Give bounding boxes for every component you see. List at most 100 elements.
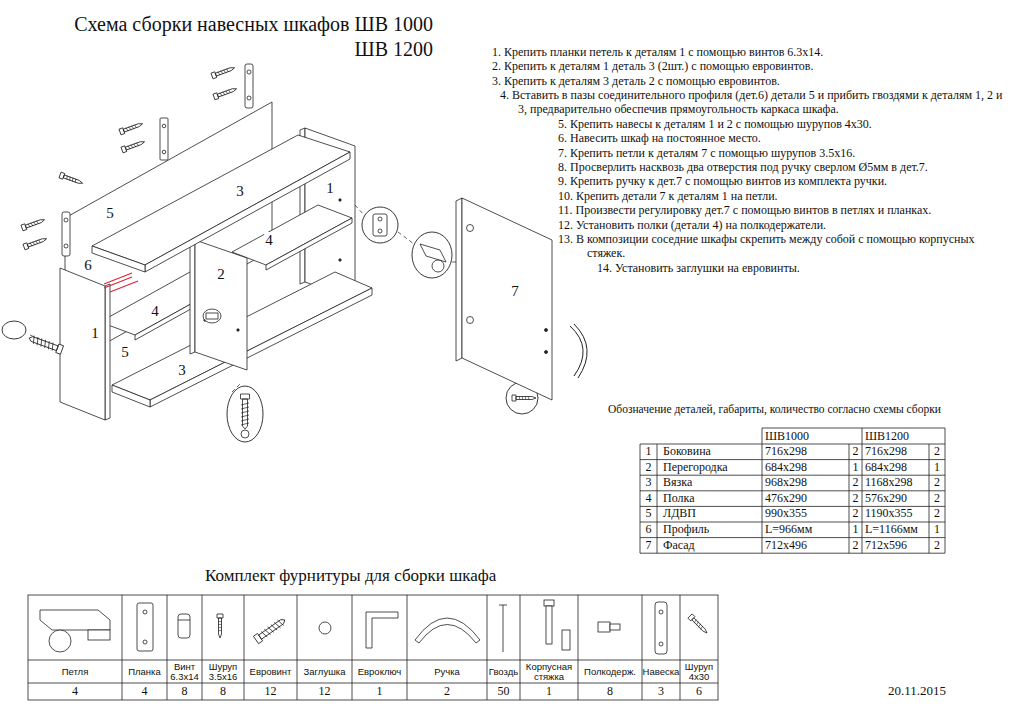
table-cell: 2 bbox=[929, 538, 945, 554]
title: Схема сборки навесных шкафов ШВ 1000 ШВ … bbox=[70, 12, 433, 62]
handle bbox=[570, 324, 587, 378]
table-cell: 2 bbox=[929, 506, 945, 522]
screw-icon bbox=[213, 86, 238, 100]
table-cell: Полка bbox=[657, 491, 762, 507]
kit-part-name: Евровинт bbox=[244, 660, 297, 683]
table-cell: ЛДВП bbox=[657, 506, 762, 522]
table-cell: 2 bbox=[849, 491, 862, 507]
hinge-plate bbox=[162, 150, 166, 154]
left-side-panel bbox=[60, 268, 110, 420]
table-cell: 3 bbox=[640, 475, 657, 491]
kit-part-name: Корпусная стяжка bbox=[520, 660, 578, 683]
kit-part-name: Планка bbox=[122, 660, 167, 683]
table-cell: 712x496 bbox=[762, 538, 849, 554]
table-grid bbox=[862, 428, 863, 444]
top-board bbox=[92, 135, 350, 272]
instruction-step: 13. В композиции соседние шкафы скрепить… bbox=[558, 232, 1006, 261]
partition bbox=[190, 240, 247, 370]
kit-icon bbox=[137, 603, 153, 651]
table-cell: L=966мм bbox=[762, 522, 849, 538]
kit-grid bbox=[680, 595, 681, 700]
table-cell: 990x355 bbox=[762, 506, 849, 522]
screw-icon bbox=[119, 121, 144, 135]
top-board bbox=[92, 246, 145, 272]
table-cell: 1 bbox=[849, 522, 862, 538]
table-grid bbox=[640, 553, 945, 554]
table-header: ШВ1200 bbox=[865, 428, 943, 444]
instruction-step: 14. Установить заглушки на евровинты. bbox=[597, 261, 1006, 275]
screw-icon bbox=[21, 217, 46, 231]
table-cell: 2 bbox=[849, 444, 862, 460]
kit-quantity: 8 bbox=[202, 683, 244, 700]
kit-icon bbox=[610, 624, 620, 630]
hinge-detail bbox=[373, 214, 446, 272]
table-cell: Вязка bbox=[657, 475, 762, 491]
facade-door bbox=[545, 351, 548, 354]
kit-part-name: Навеска bbox=[642, 660, 680, 683]
cap-detail bbox=[241, 430, 249, 438]
partition bbox=[195, 240, 247, 370]
instruction-step: 2. Крепить к деталям 1 деталь 3 (2шт.) с… bbox=[492, 59, 1006, 73]
table-cell: 576x290 bbox=[862, 491, 929, 507]
kit-icon bbox=[143, 610, 147, 614]
kit-icon bbox=[499, 605, 507, 606]
pin-detail bbox=[203, 309, 221, 323]
table-cell: 2 bbox=[929, 444, 945, 460]
kit-part-name: Петля bbox=[28, 660, 122, 683]
instruction-step: 12. Установить полки (детали 4) на полко… bbox=[558, 218, 1006, 232]
kit-part-name: Шуруп 3.5х16 bbox=[202, 660, 244, 683]
hanger-plate bbox=[64, 244, 68, 248]
kit-icon bbox=[217, 614, 223, 638]
kit-icon bbox=[503, 605, 504, 652]
kit-icon bbox=[49, 630, 71, 652]
hanger-plate bbox=[245, 64, 253, 108]
table-grid bbox=[862, 444, 863, 553]
table-grid bbox=[849, 444, 850, 553]
kit-icon bbox=[659, 642, 663, 646]
table-cell: 716x298 bbox=[862, 444, 929, 460]
kit-part-name: Гвоздь bbox=[487, 660, 520, 683]
facade-door bbox=[467, 317, 474, 324]
callout-number: 7 bbox=[510, 283, 520, 299]
kit-grid bbox=[352, 595, 353, 700]
kit-icon bbox=[655, 602, 667, 654]
table-cell: 5 bbox=[640, 506, 657, 522]
kit-quantity: 6 bbox=[680, 683, 718, 700]
kit-icon bbox=[598, 622, 610, 632]
partition bbox=[237, 329, 239, 331]
screw-icon bbox=[21, 65, 238, 250]
left-side-panel bbox=[60, 268, 105, 420]
bottom-board bbox=[112, 385, 150, 407]
callout-number: 6 bbox=[83, 257, 93, 273]
screw-icon bbox=[23, 236, 48, 250]
screw-icon bbox=[512, 395, 536, 401]
table-cell: 968x298 bbox=[762, 475, 849, 491]
instruction-step: 7. Крепить петли к деталям 7 с помощью ш… bbox=[558, 146, 1006, 160]
kit-grid bbox=[28, 660, 718, 661]
kit-grid bbox=[407, 595, 408, 700]
kit-grid bbox=[578, 595, 579, 700]
kit-quantity: 1 bbox=[520, 683, 578, 700]
callout-number: 5 bbox=[120, 344, 130, 360]
detail-circle bbox=[362, 207, 398, 243]
kit-grid bbox=[202, 595, 203, 700]
kit-icon bbox=[366, 612, 398, 648]
kit-grid bbox=[28, 595, 718, 700]
handle bbox=[574, 324, 587, 378]
table-cell: 2 bbox=[640, 460, 657, 476]
table-cell: 1168x298 bbox=[862, 475, 929, 491]
hinge-detail bbox=[420, 244, 446, 262]
table-cell: 7 bbox=[640, 538, 657, 554]
table-cell: 2 bbox=[929, 491, 945, 507]
date: 20.11.2015 bbox=[888, 683, 946, 699]
callout-number: 1 bbox=[325, 180, 335, 196]
partition bbox=[190, 240, 195, 354]
callout-number: 4 bbox=[150, 303, 160, 319]
kit-icon bbox=[217, 614, 709, 644]
leader-line bbox=[398, 232, 414, 244]
kit-part-name: Заглушка bbox=[297, 660, 352, 683]
kit-quantity: 8 bbox=[578, 683, 642, 700]
table-grid bbox=[945, 444, 946, 553]
callout-number: 5 bbox=[105, 205, 115, 221]
